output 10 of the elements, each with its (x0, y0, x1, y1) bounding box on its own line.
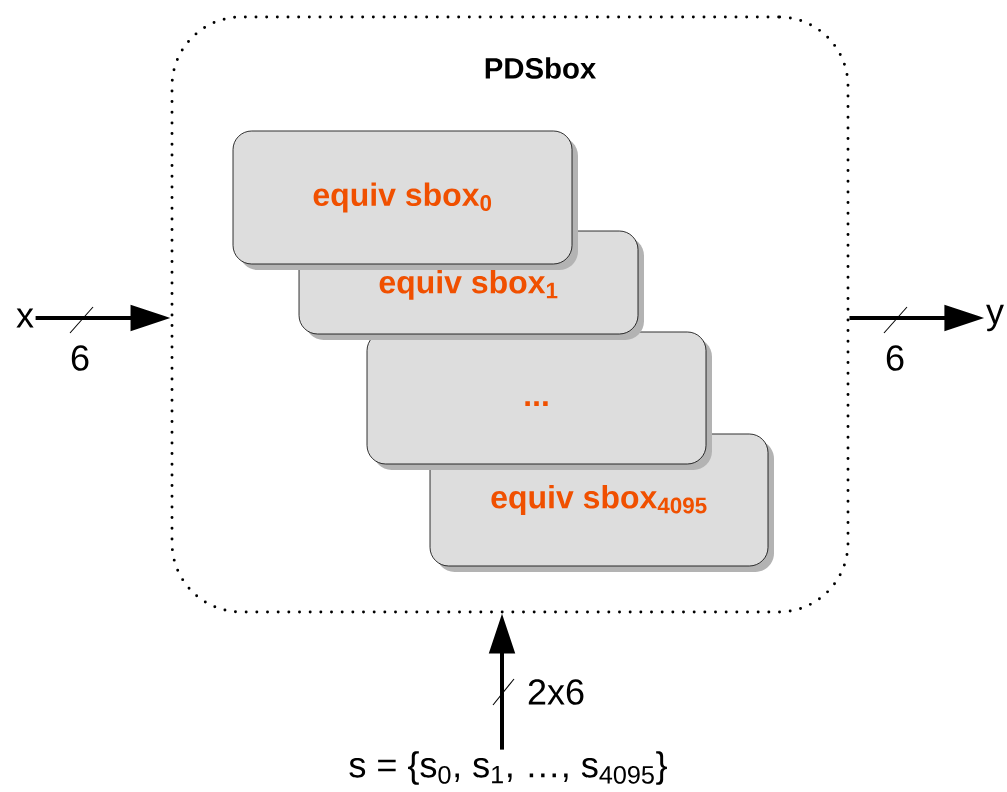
signal-label: y (986, 304, 1004, 332)
signal-label: x (16, 308, 34, 328)
edge-label: 6 (71, 345, 89, 371)
sbox-card: ... (366, 331, 712, 470)
dotted-container (170, 15, 850, 614)
sbox-card: equiv sbox$_{0}$ (232, 130, 578, 270)
edge-label: 2x6 (528, 679, 584, 705)
signal-label: s = {s$_{0}$, s$_{1}$, …, s$_{4095}$} (349, 751, 667, 785)
edge-label: 6 (886, 345, 904, 371)
container-title: PDSbox (485, 57, 597, 79)
